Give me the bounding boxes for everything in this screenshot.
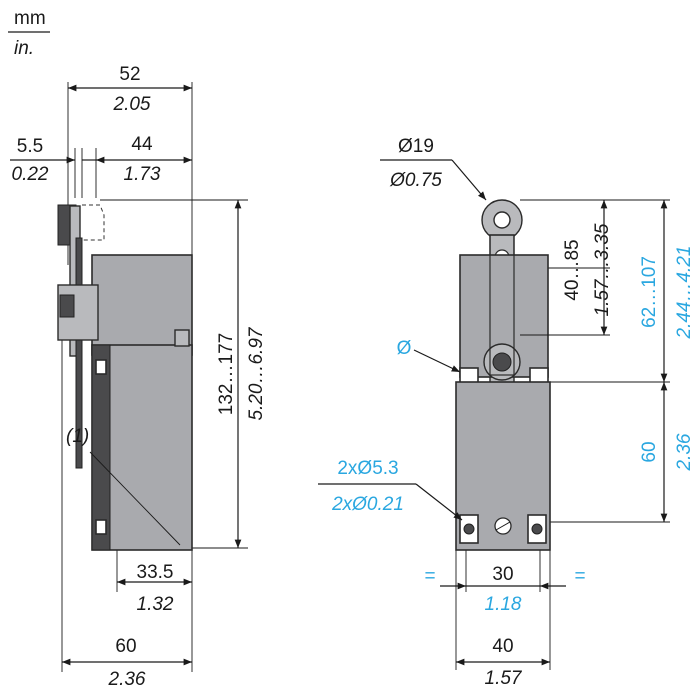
hub-nut	[59, 294, 75, 318]
head-tab	[174, 329, 190, 347]
dim-hole-spacing-v-mm: 60	[639, 441, 660, 462]
equal-mark-left: =	[424, 566, 435, 587]
equal-mark-right: =	[574, 566, 585, 587]
dim-height-mm: 132…177	[216, 333, 237, 415]
roller-outline-dashed	[82, 204, 105, 241]
body-screw	[95, 519, 107, 535]
dim-height-in: 5.20…6.97	[246, 326, 267, 420]
dim-body-width-front-in: 1.57	[485, 668, 523, 689]
dim-mount-holes-mm: 2xØ5.3	[337, 458, 398, 479]
lever-rod	[75, 237, 83, 469]
dim-top-range-in: 2.44…4.21	[674, 246, 695, 340]
dim-hole-spacing-h-in: 1.18	[485, 594, 522, 615]
dim-top-range-mm: 62…107	[639, 256, 660, 328]
units-legend: mm in.	[8, 8, 50, 59]
dim-hole-spacing-h-mm: 30	[492, 564, 513, 585]
body-screw	[95, 359, 107, 375]
mount-hole-right-center	[531, 523, 543, 535]
dim-lever-length-mm: 40…85	[562, 239, 583, 300]
dim-lever-offset-in: 0.22	[12, 164, 49, 185]
dim-body-width-mm: 60	[115, 636, 136, 657]
unit-in: in.	[14, 38, 34, 59]
dim-body-width-in: 2.36	[108, 669, 146, 690]
dim-mount-holes-in: 2xØ0.21	[331, 494, 404, 515]
dim-lever-length-in: 1.57…3.35	[592, 223, 613, 316]
callout-leader-mount	[415, 483, 463, 521]
note-marker: (1)	[66, 426, 89, 447]
dim-head-width-mm: 44	[131, 134, 153, 155]
dim-body-width-front-mm: 40	[492, 636, 513, 657]
note-leader	[89, 451, 181, 546]
callout-leader-hole	[413, 349, 461, 373]
dim-base-offset-in: 1.32	[137, 594, 174, 615]
dim-roller-diameter-mm: Ø19	[398, 136, 434, 157]
hole-symbol: Ø	[397, 338, 412, 359]
dim-head-width-in: 1.73	[124, 164, 161, 185]
hub-screw	[492, 352, 512, 372]
body-side-strip	[91, 344, 111, 551]
dim-roller-diameter-in: Ø0.75	[389, 170, 442, 191]
dim-overall-width-mm: 52	[119, 64, 140, 85]
dim-base-offset-mm: 33.5	[137, 562, 174, 583]
mount-hole-left-center	[463, 523, 475, 535]
screw-slot	[495, 521, 511, 531]
roller-axle	[493, 211, 511, 229]
side-view: 52 2.05 5.5 0.22 44 1.73 132…177 5.20…6.…	[10, 64, 267, 690]
lever-arm-overlay	[489, 234, 515, 376]
callout-leader-roller	[451, 159, 487, 201]
front-view: Ø19 Ø0.75 40…85 1.57…3.35 62…107 2.44…4.…	[318, 136, 695, 689]
dim-hole-spacing-v-in: 2.36	[674, 433, 695, 471]
dim-lever-offset-mm: 5.5	[17, 136, 43, 157]
unit-mm: mm	[14, 8, 46, 29]
dim-overall-width-in: 2.05	[113, 94, 151, 115]
